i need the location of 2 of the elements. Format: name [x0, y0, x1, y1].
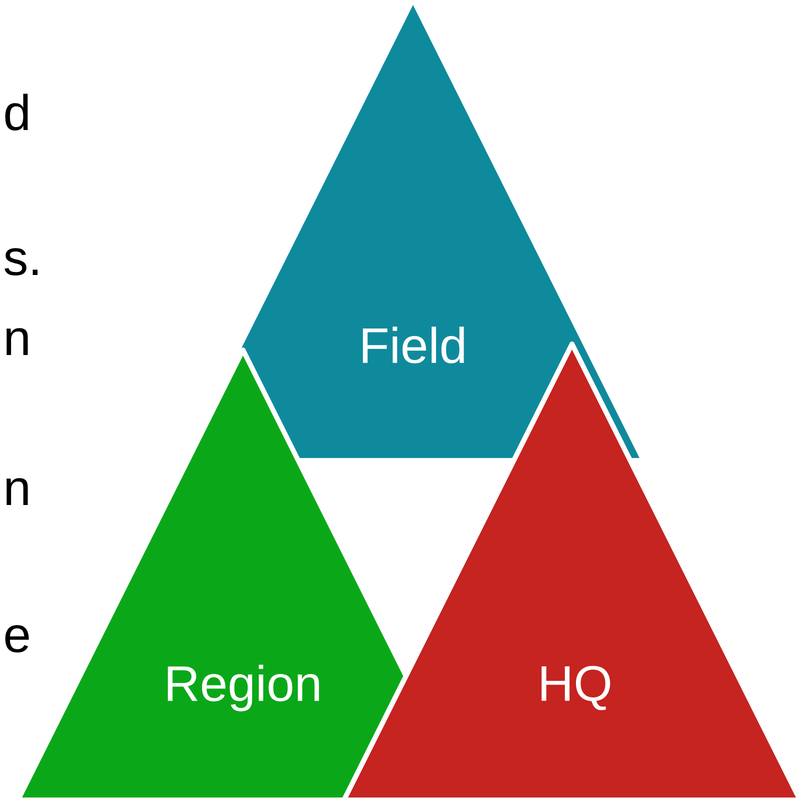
text-fragment: d: [5, 94, 28, 130]
text-fragment: s.: [4, 248, 38, 276]
